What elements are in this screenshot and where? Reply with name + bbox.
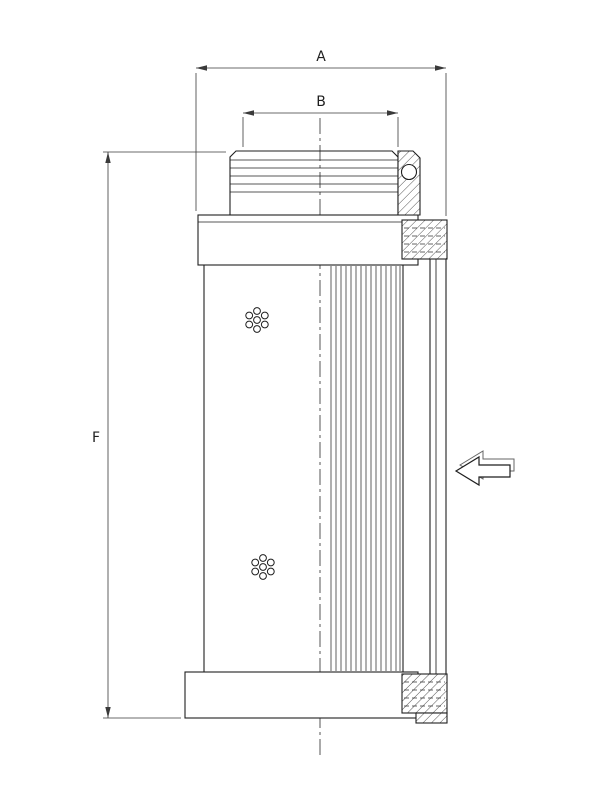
perforation-holes-lower (251, 554, 275, 580)
hidden-thread-lines-bottom (404, 681, 445, 707)
housing-flange-top (401, 219, 448, 260)
top-end-cap (197, 214, 419, 266)
housing-cross-section-top-right (397, 150, 421, 216)
o-ring-seal (400, 163, 418, 181)
dimension-label-b: B (316, 94, 326, 110)
thread-lines (230, 159, 398, 193)
filter-media-pleats (330, 266, 401, 671)
outer-shell-tube (429, 259, 447, 674)
flow-direction-arrow-icon (454, 450, 515, 487)
bottom-end-cap (184, 671, 419, 719)
perforation-holes-upper (245, 307, 269, 333)
housing-flange-bottom (401, 673, 448, 714)
dimension-b: B (242, 94, 399, 147)
cartridge-body (203, 265, 404, 673)
filter-element-body (184, 150, 448, 724)
hidden-thread-lines-top (404, 227, 445, 253)
dimension-f: F (92, 151, 226, 719)
dimension-a: A (195, 49, 447, 216)
thread-cap-outline (229, 150, 399, 215)
dimension-label-a: A (316, 49, 326, 65)
housing-cross-section-bottom-right (415, 712, 448, 724)
dimension-label-f: F (92, 430, 100, 446)
